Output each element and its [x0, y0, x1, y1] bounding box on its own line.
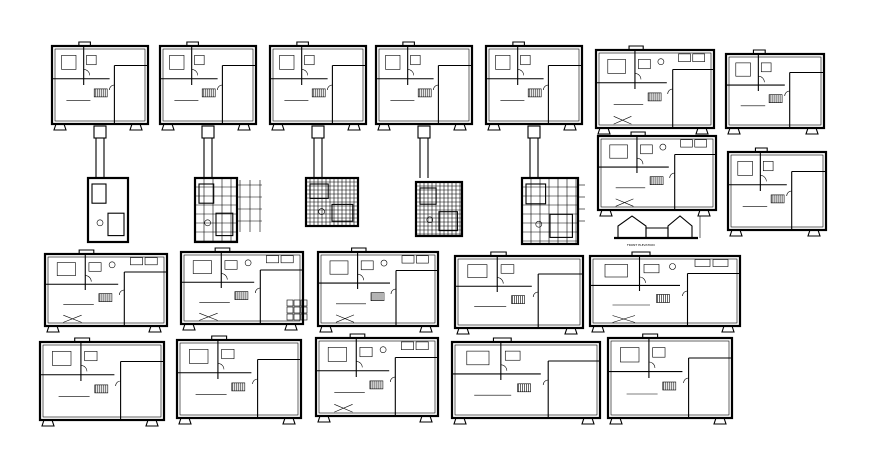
connector-1: [93, 125, 107, 178]
tile-detail: [286, 299, 308, 321]
floor-plan-14: [588, 251, 742, 333]
floor-plan-6: [594, 45, 716, 135]
floor-plan-11: [179, 247, 305, 331]
connector-corridors: [93, 125, 541, 178]
floor-plan-9: [726, 147, 828, 237]
floor-plan-8: [596, 131, 718, 217]
floor-plan-4: [374, 41, 474, 131]
floor-plan-12: [316, 247, 440, 333]
detail-drawings-group: [86, 176, 585, 321]
detail-sheet-2: [193, 176, 239, 244]
floor-plan-17: [314, 333, 440, 423]
detail-sheet-4: [414, 180, 464, 238]
floor-plan-2: [158, 41, 258, 131]
connector-2: [201, 125, 215, 178]
grid-extension: [237, 180, 585, 232]
floor-plan-5: [484, 41, 584, 131]
connector-4: [417, 125, 431, 178]
elevation-caption: FRONT ELEVATION: [627, 243, 655, 247]
floor-plan-19: [606, 333, 734, 425]
floor-plan-13: [453, 251, 585, 335]
front-elevation-drawing: FRONT ELEVATION: [614, 215, 702, 247]
floor-plans-group: [38, 41, 828, 427]
floor-plan-18: [450, 337, 602, 425]
detail-sheet-1: [86, 176, 130, 244]
floor-plan-3: [268, 41, 368, 131]
floor-plan-7: [724, 49, 826, 135]
floor-plan-16: [175, 335, 303, 425]
connector-3: [311, 125, 325, 178]
floor-plan-1: [50, 41, 150, 131]
connector-5: [527, 125, 541, 178]
floor-plan-10: [43, 249, 169, 333]
floor-plan-15: [38, 337, 166, 427]
detail-sheet-5: [520, 176, 580, 246]
detail-sheet-3: [304, 176, 360, 228]
